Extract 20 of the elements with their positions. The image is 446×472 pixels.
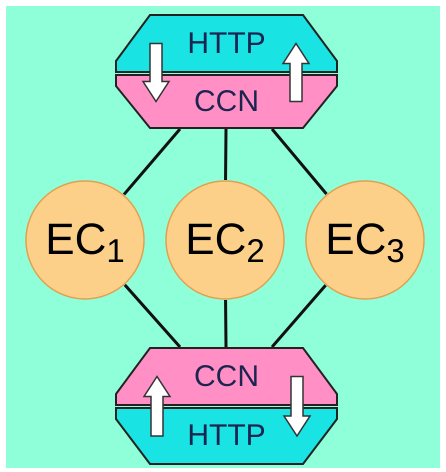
block-arrow [142,42,170,103]
connector-line [270,284,327,348]
node-label: EC$_{3}$ [325,218,405,262]
connector-line [224,300,228,348]
node-label: EC$_{2}$ [185,218,265,262]
connector-line [224,128,228,180]
node-label: HTTP [187,421,266,451]
node-label: EC$_{1}$ [45,218,125,262]
connector-line [124,284,182,348]
node-label: CCN [194,362,259,392]
block-arrow [282,42,310,102]
connector-line [122,128,182,196]
node-circle [25,180,145,300]
node-label: CCN [194,86,259,116]
connector-line [270,128,328,195]
node-label: HTTP [187,28,266,58]
block-arrow [282,376,312,438]
node-circle [165,180,285,300]
node-circle [305,180,425,300]
block-arrow [142,375,172,437]
